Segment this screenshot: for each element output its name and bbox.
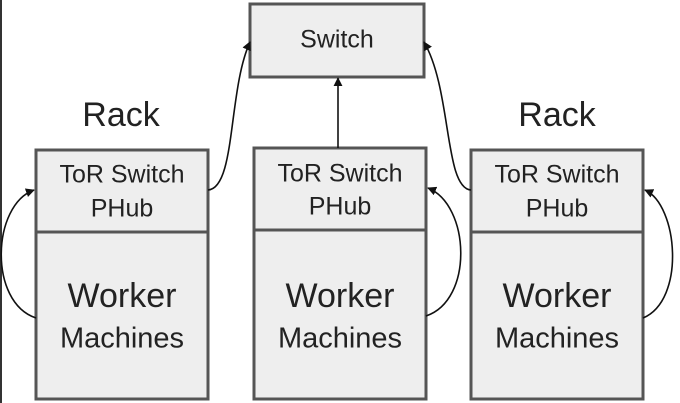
rack-middle-machines-label: Machines: [278, 323, 402, 355]
rack-right-title: Rack: [518, 96, 596, 134]
rack-right-phub-label: PHub: [526, 195, 589, 223]
core-switch: Switch: [248, 2, 426, 79]
rack-left-title: Rack: [82, 96, 160, 134]
core-switch-box: [248, 2, 426, 79]
rack-middle-tor-label: ToR Switch: [277, 160, 402, 188]
rack-left-phub-label: PHub: [91, 195, 154, 223]
rack-middle-phub-label: PHub: [309, 193, 372, 221]
loop-left-worker-to-tor: [0, 188, 37, 319]
rack-left-machines-label: Machines: [60, 323, 184, 355]
rack-middle-worker-box: [252, 228, 428, 401]
rack-right-worker-label: Worker: [503, 277, 612, 315]
rack-middle-worker-label: Worker: [286, 277, 395, 315]
rack-left-tor-label: ToR Switch: [59, 161, 184, 189]
arrow-right-tor-to-switch: [423, 41, 472, 191]
rack-right-machines-label: Machines: [495, 323, 619, 355]
loop-right-worker-to-tor: [642, 189, 674, 319]
rack-middle: ToR Switch PHub Worker Machines: [252, 146, 428, 401]
loop-middle-worker-to-tor: [425, 186, 462, 317]
core-switch-label: Switch: [300, 26, 374, 54]
rack-left-tor-box: [34, 148, 210, 234]
rack-right-tor-box: [469, 148, 645, 234]
rack-right-tor-label: ToR Switch: [494, 161, 619, 189]
arrow-left-tor-to-switch: [207, 41, 251, 191]
rack-right-worker-box: [469, 230, 645, 401]
rack-left-worker-box: [34, 230, 210, 401]
rack-left-worker-label: Worker: [68, 277, 177, 315]
rack-right: Rack ToR Switch PHub Worker Machines: [469, 96, 645, 401]
rack-left: Rack ToR Switch PHub Worker Machines: [34, 96, 210, 401]
